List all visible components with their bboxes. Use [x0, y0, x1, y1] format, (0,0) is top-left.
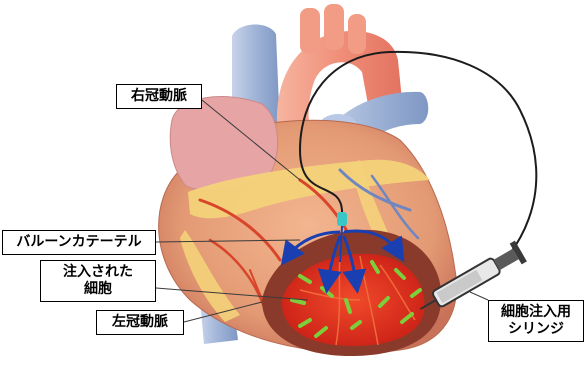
label-text-line2: シリンジ	[495, 321, 577, 338]
label-text-line1: 注入された	[47, 264, 149, 281]
label-injected-cells: 注入された 細胞	[40, 260, 156, 302]
label-left-coronary-artery: 左冠動脈	[96, 310, 184, 335]
label-syringe: 細胞注入用 シリンジ	[488, 300, 584, 342]
balloon-catheter-tip	[337, 212, 347, 226]
label-text: バルーンカテーテル	[9, 234, 149, 251]
label-text: 右冠動脈	[123, 88, 195, 105]
aortic-branch-3	[348, 14, 366, 54]
label-text: 左冠動脈	[103, 314, 177, 331]
label-right-coronary-artery: 右冠動脈	[116, 84, 202, 109]
aortic-branch-1	[300, 8, 320, 54]
label-balloon-catheter: バルーンカテーテル	[2, 230, 156, 255]
label-text-line1: 細胞注入用	[495, 304, 577, 321]
aortic-branch-2	[324, 4, 344, 50]
label-text-line2: 細胞	[47, 281, 149, 298]
